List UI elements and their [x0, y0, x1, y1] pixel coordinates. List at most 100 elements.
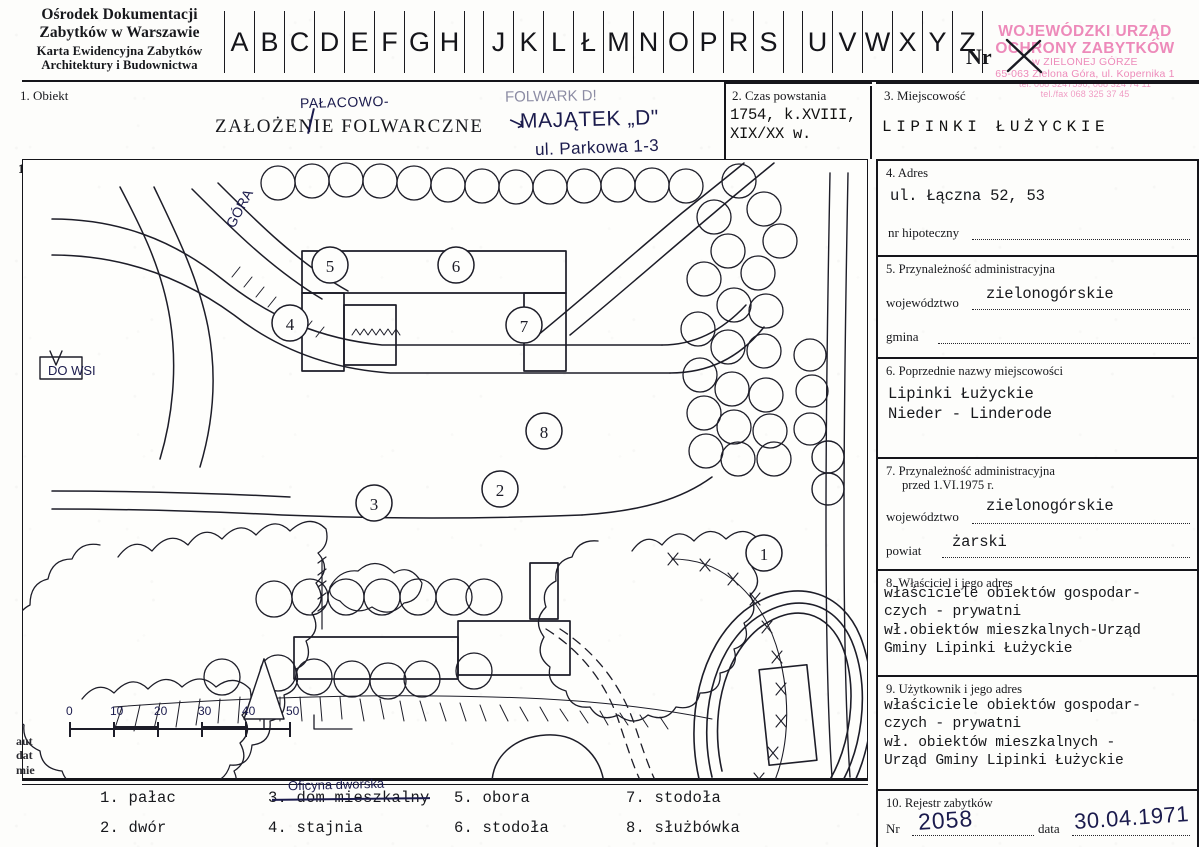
legend-item-5: 5. obora: [454, 789, 531, 807]
field-3-label: 3. Miejscowość: [884, 88, 966, 103]
field-4-value: ul. Łączna 52, 53: [890, 187, 1045, 205]
field-10-label: 10. Rejestr zabytków: [886, 796, 993, 810]
field-10-nr-line[interactable]: [912, 835, 1034, 836]
field-3-miejscowosc: 3. Miejscowość LIPINKI ŁUŻYCKIE: [876, 82, 1199, 159]
alphabet-cell-P[interactable]: P: [693, 11, 723, 73]
field-5-row2-line[interactable]: [938, 343, 1190, 344]
field-5-row1-label: województwo: [886, 295, 959, 310]
alphabet-cell-M[interactable]: M: [603, 11, 633, 73]
alphabet-cell-L[interactable]: L: [543, 11, 573, 73]
terrace-hatching: [113, 695, 713, 732]
field-5-przynaleznosc: 5. Przynależność administracyjna wojewód…: [876, 255, 1199, 357]
field-7-row1-line[interactable]: [972, 523, 1190, 524]
map-label-do-wsi: DO WSI: [48, 363, 96, 378]
alphabet-cell-S[interactable]: S: [753, 11, 783, 73]
alphabet-cell-J[interactable]: J: [483, 11, 513, 73]
field-1-hand-address: ul. Parkowa 1-3: [534, 135, 660, 160]
legend-item-6: 6. stodoła: [454, 819, 550, 837]
card-header: Ośrodek Dokumentacji Zabytków w Warszawi…: [0, 0, 1199, 99]
alphabet-cell-D[interactable]: D: [314, 11, 344, 73]
alphabet-cell-Y[interactable]: Y: [922, 11, 952, 73]
org-line-3: Karta Ewidencyjna Zabytków: [36, 43, 203, 58]
buildings-lower: [293, 620, 571, 680]
org-line-2: Zabytków w Warszawie: [39, 24, 200, 42]
alphabet-cell-Ł[interactable]: Ł: [573, 11, 603, 73]
legend-top-rule: [22, 779, 868, 782]
nr-label: Nr: [966, 44, 992, 69]
alphabet-cell-F[interactable]: F: [374, 11, 404, 73]
map-drawing: 1 2 3 4 5 6 7 8 GÓRA DO WSI STAW 0102030…: [22, 162, 868, 779]
alphabet-cell-G[interactable]: G: [404, 11, 434, 73]
alphabet-cell-R[interactable]: R: [723, 11, 753, 73]
park-tree-mass-southwest: [81, 678, 252, 779]
field-7-row2-value: żarski: [952, 533, 1007, 551]
legend-item-1: 1. pałac: [100, 789, 177, 807]
right-field-column: 4. Adres ul. Łączna 52, 53 nr hipoteczny…: [876, 159, 1199, 847]
field-9-uzytkownik: 9. Użytkownik i jego adres właściciele o…: [876, 675, 1199, 789]
legend-item-7: 7. stodoła: [626, 789, 722, 807]
field-5-row2-label: gmina: [886, 329, 919, 344]
roads: [51, 162, 775, 519]
svg-text:1: 1: [760, 545, 769, 564]
alphabet-cell-U[interactable]: U: [802, 11, 832, 73]
alphabet-cell-blank[interactable]: [464, 11, 483, 73]
svg-text:4: 4: [286, 315, 295, 334]
scale-tick-10: 10: [110, 704, 124, 718]
stamp-line-1: WOJEWÓDZKI URZĄD: [998, 23, 1172, 40]
garden-parcel-hedge: [317, 556, 423, 630]
property-boundary-fence: [667, 552, 788, 779]
gate-marker: [39, 350, 83, 380]
legend-hand-correction: Oficyna dworska: [287, 775, 385, 794]
alphabet-cell-Z[interactable]: Z: [952, 11, 983, 73]
svg-text:3: 3: [370, 495, 379, 514]
field-2-value: 1754, k.XVIII,XIX/XX w.: [730, 106, 857, 144]
field-7-label: 7. Przynależność administracyjna: [886, 464, 1055, 478]
org-line-4: Architektury i Budownictwa: [41, 58, 198, 73]
stamp-line-4: 65-063 Zielona Góra, ul. Kopernika 1: [995, 67, 1175, 80]
field-8-wlasciciel: 8. Właściciel i jego adres właściciele o…: [876, 569, 1199, 675]
left-note-line-1: aut: [16, 734, 33, 748]
right-column-border-outer: [1197, 159, 1199, 847]
alphabet-cell-X[interactable]: X: [892, 11, 922, 73]
alphabet-cell-O[interactable]: O: [663, 11, 693, 73]
scale-tick-0: 0: [66, 704, 73, 718]
site-plan-map[interactable]: 1 2 3 4 5 6 7 8 GÓRA DO WSI STAW 0102030…: [22, 159, 868, 779]
org-line-1: Ośrodek Dokumentacji: [41, 6, 198, 23]
field-1-hand-note: MAJĄTEK „D": [519, 106, 660, 133]
field-7-row1-label: województwo: [886, 509, 959, 524]
alphabet-cell-A[interactable]: A: [224, 11, 254, 73]
tree-row-northeast: [680, 163, 829, 477]
alphabet-cell-V[interactable]: V: [832, 11, 862, 73]
field-10-rejestr: 10. Rejestr zabytków Nr 2058 data 30.04.…: [876, 789, 1199, 847]
field-4-sub-line[interactable]: [972, 239, 1190, 240]
field-7-row1-value: zielonogórskie: [986, 497, 1114, 515]
alphabet-cell-N[interactable]: N: [633, 11, 663, 73]
field-6-value: Lipinki Łużyckie Nieder - Linderode: [888, 385, 1052, 423]
alphabet-cell-E[interactable]: E: [344, 11, 374, 73]
left-note-line-3: mie: [16, 762, 35, 777]
alphabet-cell-blank[interactable]: [783, 11, 802, 73]
alphabet-cell-H[interactable]: H: [434, 11, 464, 73]
alphabet-cell-W[interactable]: W: [862, 11, 892, 73]
alphabet-cell-B[interactable]: B: [254, 11, 284, 73]
field-10-date-label: data: [1038, 821, 1060, 836]
scale-tick-50: 50: [286, 704, 300, 718]
svg-text:6: 6: [452, 257, 461, 276]
building-number-markers: 1 2 3 4 5 6 7 8: [271, 246, 783, 572]
header-rule: [22, 80, 1199, 83]
field-6-poprzednie-nazwy: 6. Poprzednie nazwy miejscowości Lipinki…: [876, 357, 1199, 457]
scale-bracket: [313, 714, 353, 730]
pond-staw: [491, 734, 604, 779]
tree-row-north: [260, 162, 704, 205]
field-9-value: właściciele obiektów gospodar- czych - p…: [884, 698, 1141, 770]
alphabet-cell-K[interactable]: K: [513, 11, 543, 73]
field-3-value: LIPINKI ŁUŻYCKIE: [882, 118, 1110, 136]
field-7-row2-line[interactable]: [942, 557, 1190, 558]
alphabet-cell-C[interactable]: C: [284, 11, 314, 73]
field-4-sub-label: nr hipoteczny: [888, 225, 960, 240]
field-5-row1-line[interactable]: [972, 309, 1190, 310]
field-10-date-line[interactable]: [1072, 835, 1190, 836]
